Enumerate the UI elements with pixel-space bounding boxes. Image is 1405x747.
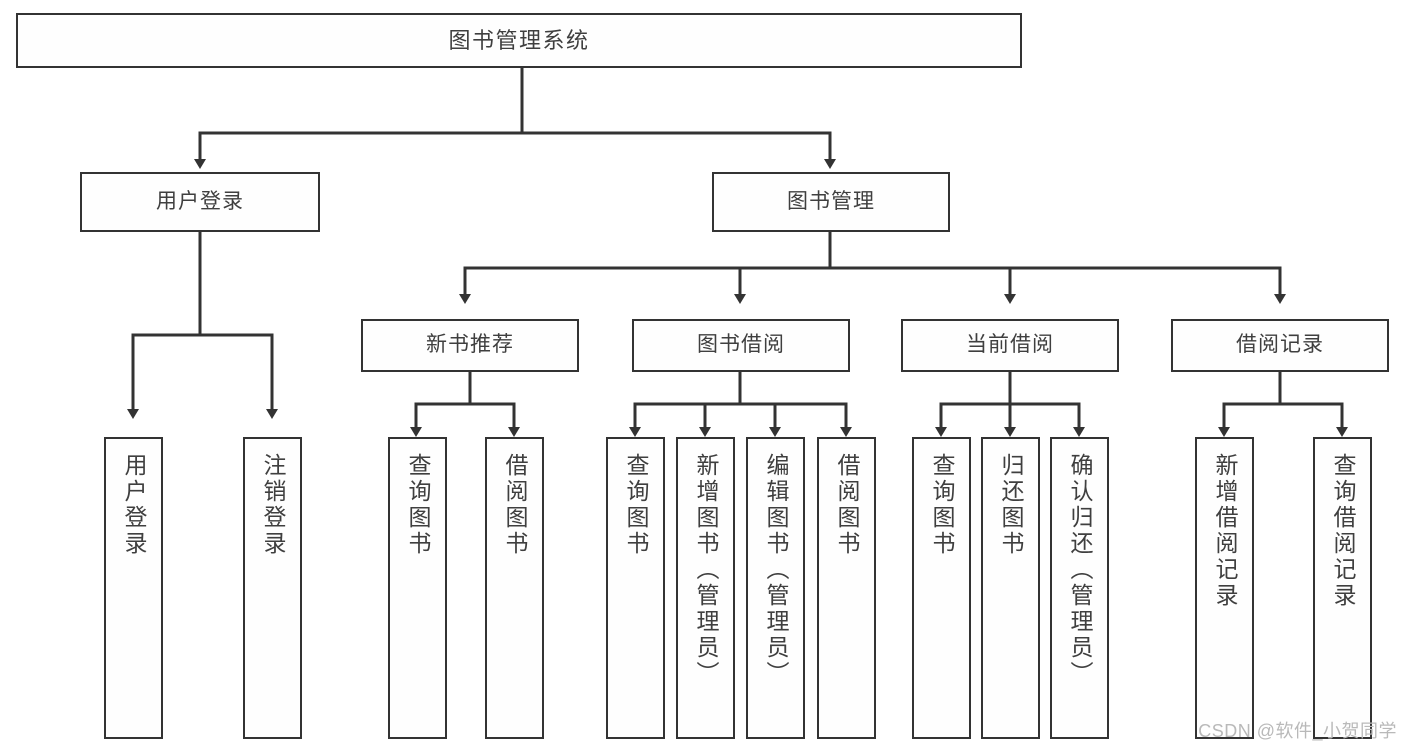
leaf-new-book-borrow[interactable]: 借阅图书 [485,437,544,739]
leaf-current-borrow-query[interactable]: 查询图书 [912,437,971,739]
leaf-book-borrow-edit-admin[interactable]: 编辑图书（管理员） [746,437,805,739]
node-root-book-management-system[interactable]: 图书管理系统 [16,13,1022,68]
node-current-borrow[interactable]: 当前借阅 [901,319,1119,372]
leaf-user-login-login[interactable]: 用户登录 [104,437,163,739]
node-label: 查询借阅记录 [1330,453,1356,609]
node-book-management[interactable]: 图书管理 [712,172,950,232]
node-label: 借阅图书 [502,453,528,557]
leaf-new-book-query[interactable]: 查询图书 [388,437,447,739]
node-label: 新增借阅记录 [1212,453,1238,609]
leaf-book-borrow-borrow[interactable]: 借阅图书 [817,437,876,739]
node-label: 查询图书 [405,453,431,557]
leaf-current-borrow-confirm-admin[interactable]: 确认归还（管理员） [1050,437,1109,739]
node-label: 用户登录 [121,453,147,557]
node-label: 新增图书（管理员） [693,453,719,687]
leaf-book-borrow-query[interactable]: 查询图书 [606,437,665,739]
node-label: 确认归还（管理员） [1067,453,1093,687]
leaf-borrow-record-add[interactable]: 新增借阅记录 [1195,437,1254,739]
leaf-user-login-logout[interactable]: 注销登录 [243,437,302,739]
leaf-book-borrow-add-admin[interactable]: 新增图书（管理员） [676,437,735,739]
node-label: 借阅记录 [1236,333,1324,357]
node-label: 当前借阅 [966,333,1054,357]
node-label: 查询图书 [623,453,649,557]
node-label: 图书借阅 [697,333,785,357]
node-label: 编辑图书（管理员） [763,453,789,687]
node-label: 图书管理系统 [448,27,590,53]
node-borrow-record[interactable]: 借阅记录 [1171,319,1389,372]
node-label: 新书推荐 [426,333,514,357]
node-label: 用户登录 [156,189,244,213]
node-label: 借阅图书 [834,453,860,557]
node-user-login[interactable]: 用户登录 [80,172,320,232]
node-label: 归还图书 [998,453,1024,557]
node-label: 注销登录 [260,453,286,557]
node-new-book-recommend[interactable]: 新书推荐 [361,319,579,372]
csdn-watermark: CSDN @软件_小贺同学 [1198,721,1397,741]
node-book-borrow[interactable]: 图书借阅 [632,319,850,372]
node-label: 查询图书 [929,453,955,557]
leaf-borrow-record-query[interactable]: 查询借阅记录 [1313,437,1372,739]
node-label: 图书管理 [787,189,875,213]
leaf-current-borrow-return[interactable]: 归还图书 [981,437,1040,739]
